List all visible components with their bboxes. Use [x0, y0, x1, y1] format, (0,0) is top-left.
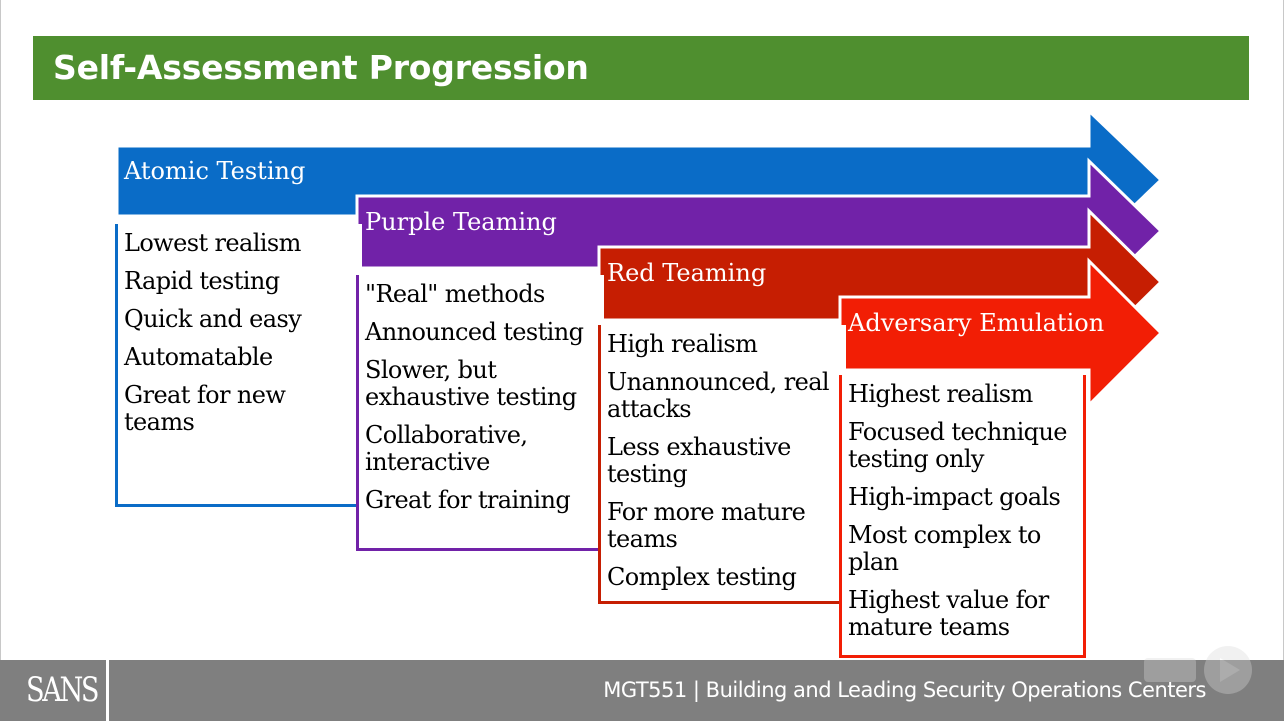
list-item: Automatable [124, 343, 273, 371]
adversary-emulation-box: Highest realism Focused technique testin… [839, 375, 1086, 658]
list-item: Most complex to plan [848, 521, 1041, 576]
list-item: Great for new teams [124, 381, 286, 436]
red-teaming-box: High realism Unannounced, real attacks L… [598, 325, 846, 604]
list-item: Lowest realism [124, 229, 301, 257]
sans-logo: SANS [26, 670, 100, 710]
list-item: Slower, but exhaustive testing [365, 356, 577, 411]
slide-title: Self-Assessment Progression [53, 48, 589, 87]
list-item: Great for training [365, 486, 571, 514]
red-teaming-list: High realism Unannounced, real attacks L… [607, 331, 846, 591]
adversary-emulation-list: Highest realism Focused technique testin… [848, 381, 1083, 641]
list-item: Highest realism [848, 380, 1033, 408]
stage-label-purple-teaming: Purple Teaming [365, 208, 557, 236]
list-item: Focused technique testing only [848, 418, 1068, 473]
list-item: Highest value for mature teams [848, 586, 1049, 641]
list-item: Collaborative, interactive [365, 421, 528, 476]
atomic-testing-list: Lowest realism Rapid testing Quick and e… [124, 230, 362, 436]
list-item: Announced testing [365, 318, 584, 346]
footer-bar: SANS MGT551 | Building and Leading Secur… [0, 660, 1284, 721]
list-item: Rapid testing [124, 267, 280, 295]
stage-label-red-teaming: Red Teaming [607, 259, 767, 287]
list-item: High realism [607, 330, 758, 358]
course-title: MGT551 | Building and Leading Security O… [603, 678, 1206, 702]
footer-divider [106, 660, 109, 721]
adversary-emulation-arrow [838, 257, 1164, 409]
stage-label-atomic-testing: Atomic Testing [124, 157, 306, 185]
list-item: Unannounced, real attacks [607, 368, 830, 423]
frame-left-line [0, 0, 1, 660]
list-item: Quick and easy [124, 305, 302, 333]
list-item: For more mature teams [607, 498, 806, 553]
atomic-testing-box: Lowest realism Rapid testing Quick and e… [115, 224, 362, 507]
purple-teaming-box: "Real" methods Announced testing Slower,… [356, 275, 604, 551]
list-item: High-impact goals [848, 483, 1061, 511]
ondemand-watermark-icon [1144, 646, 1252, 694]
list-item: Less exhaustive testing [607, 433, 791, 488]
purple-teaming-list: "Real" methods Announced testing Slower,… [365, 281, 604, 514]
stage-label-adversary-emulation: Adversary Emulation [848, 309, 1105, 337]
list-item: "Real" methods [365, 280, 545, 308]
title-bar: Self-Assessment Progression [33, 36, 1249, 100]
list-item: Complex testing [607, 563, 797, 591]
